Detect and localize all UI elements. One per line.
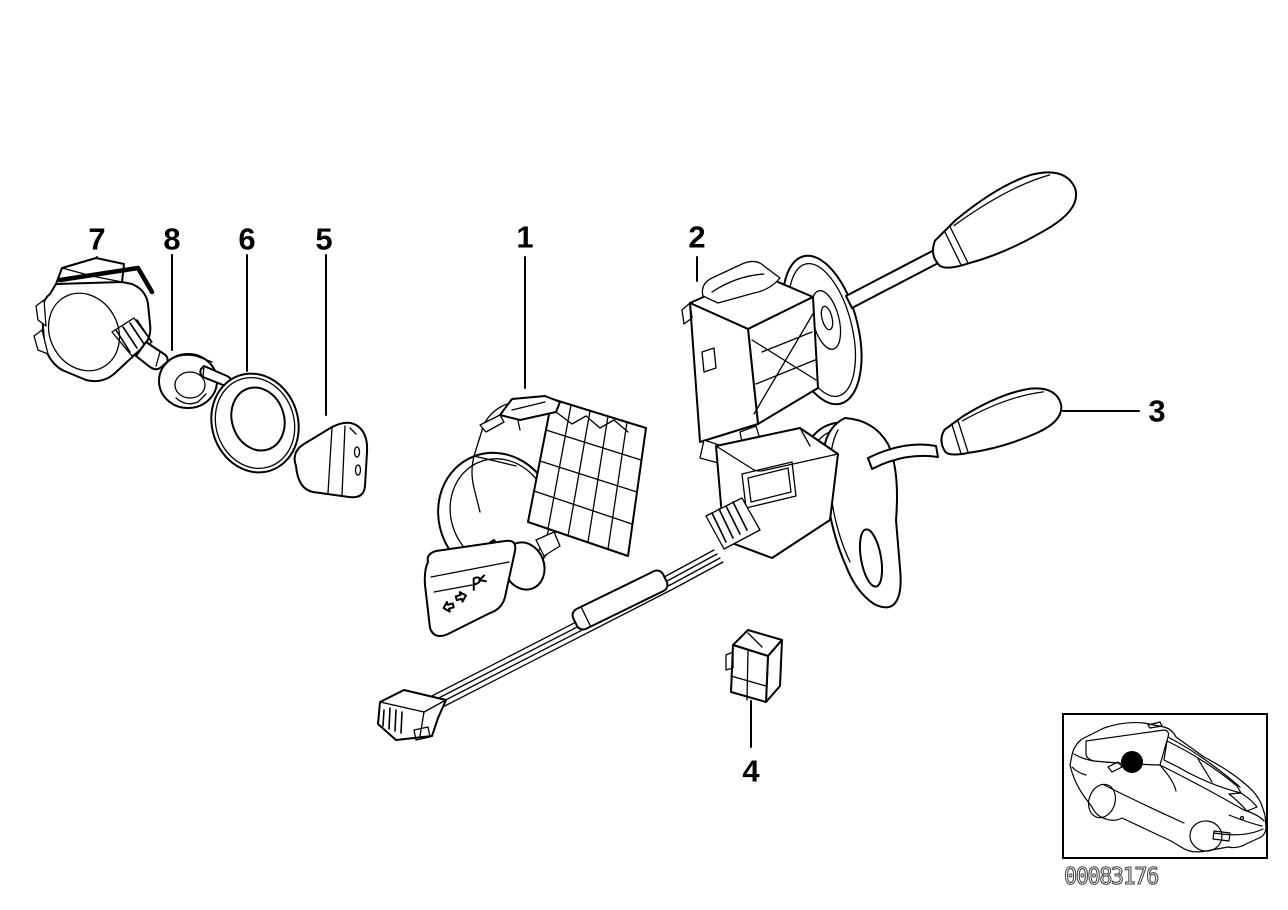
lower-stalk-shaft (867, 443, 939, 470)
car-outline-drawing (1069, 721, 1267, 853)
lower-stalk-handle (940, 387, 1063, 456)
turn-indicator-symbol (442, 591, 467, 613)
part-1-turn-signal-switch-drawing (423, 395, 647, 637)
part-2-rocker-lever (701, 260, 781, 304)
part-6-trim-ring-drawing (210, 372, 300, 474)
part-4-connector-drawing (725, 629, 783, 703)
wiper-switch-pin-connector (705, 497, 761, 550)
callout-1[interactable]: 1 (516, 219, 534, 255)
callout-3[interactable]: 3 (1148, 393, 1166, 429)
part-1-contact-cage (527, 398, 647, 557)
upper-stalk-handle (931, 171, 1078, 269)
wiring-harness-drawing (377, 549, 724, 741)
leader-lines (96, 254, 1140, 748)
harness-plug-connector (377, 689, 447, 741)
part-5-knob-drawing (293, 421, 369, 499)
cable-sleeve (571, 569, 669, 631)
location-marker-dot (1121, 751, 1143, 773)
part-7-shaft (111, 317, 169, 371)
part-7-switch-unit-drawing (33, 257, 169, 383)
callout-4[interactable]: 4 (742, 753, 760, 789)
callout-5[interactable]: 5 (315, 221, 333, 257)
diagram-number: 00083176 (1063, 863, 1159, 890)
part-1-stalk-paddle (423, 539, 517, 637)
callout-8[interactable]: 8 (163, 221, 181, 257)
callout-7[interactable]: 7 (88, 221, 106, 257)
mounting-bracket (823, 417, 902, 609)
callout-2[interactable]: 2 (688, 219, 706, 255)
part-8-locking-ring-drawing (158, 353, 232, 409)
part-3-wiper-stalk-drawing (705, 387, 1063, 609)
upper-stalk-shaft (845, 247, 945, 309)
car-location-inset (1062, 713, 1268, 859)
callout-6[interactable]: 6 (238, 221, 256, 257)
part-1-latch-tab (479, 395, 561, 433)
headlight-flasher-symbol (472, 574, 487, 591)
